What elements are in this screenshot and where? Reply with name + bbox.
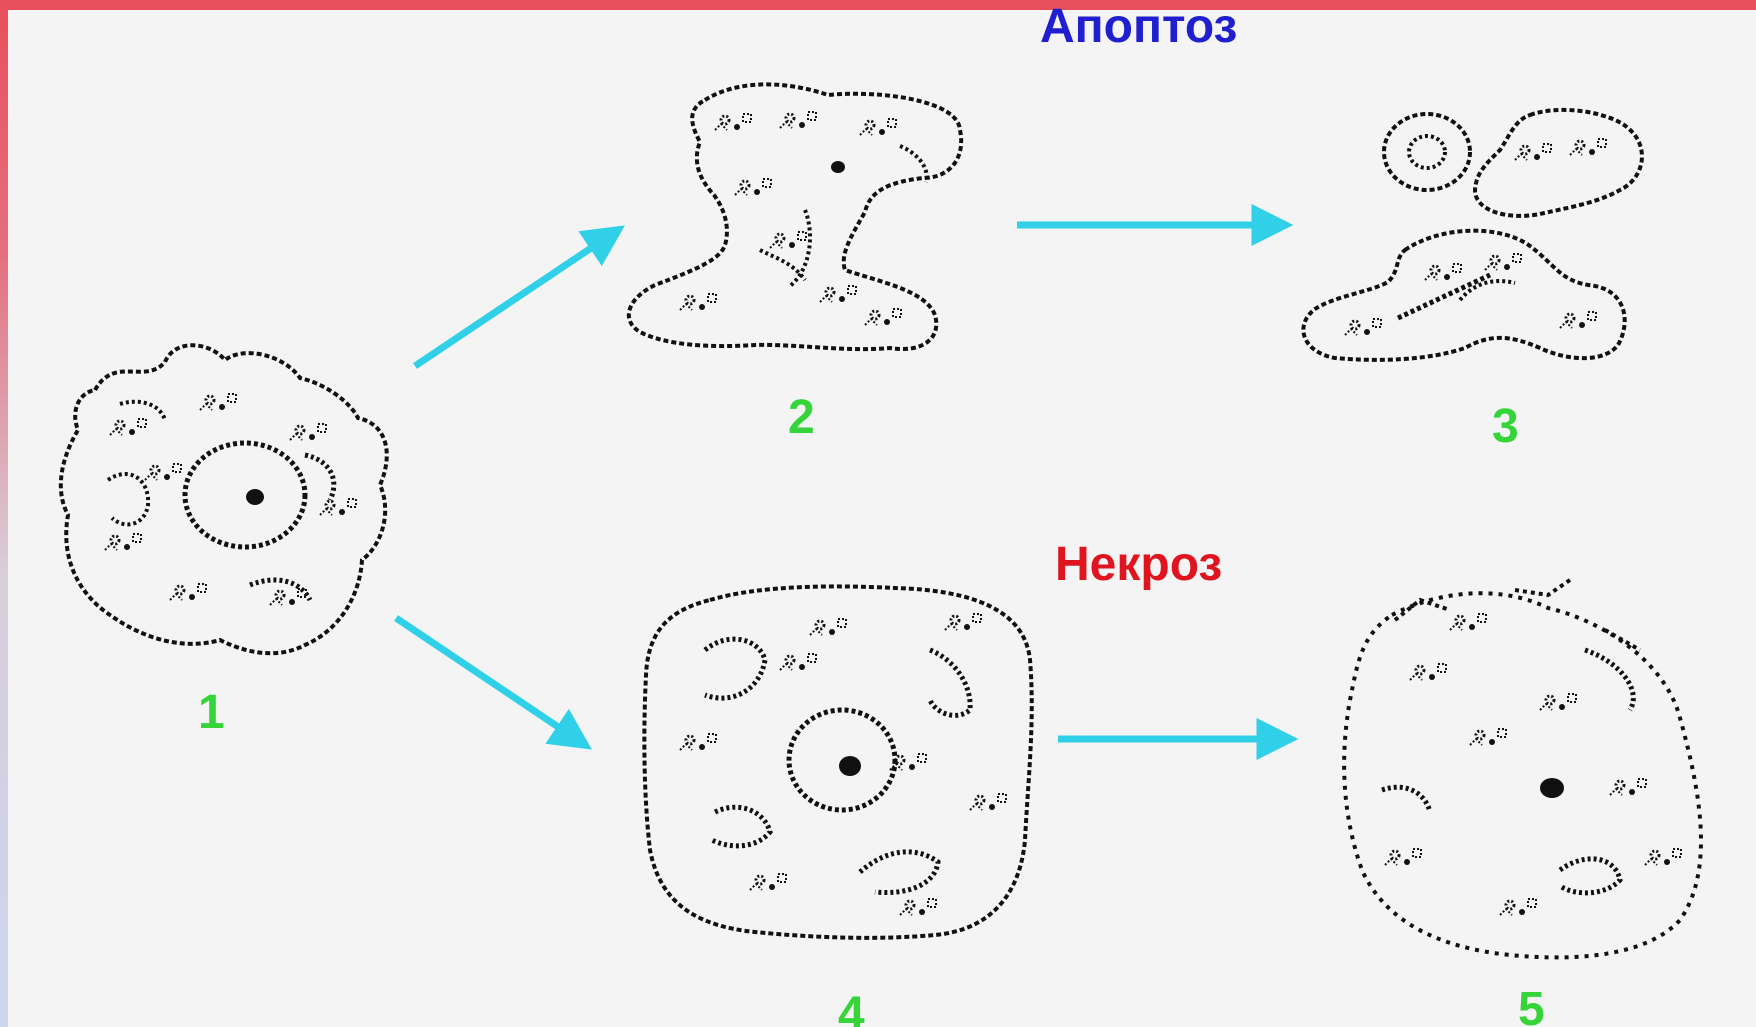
necrosis-title: Некроз (1055, 538, 1222, 591)
cell-stage-2 (629, 84, 961, 349)
cell-stage-5 (1344, 580, 1701, 957)
stage-label-1: 1 (198, 686, 225, 739)
stage-label-3: 3 (1492, 400, 1519, 453)
stage-label-2: 2 (788, 391, 815, 444)
cell-stage-3 (1303, 110, 1642, 360)
cell-stage-4 (644, 586, 1031, 937)
apoptosis-title: Апоптоз (1040, 0, 1237, 53)
stage-label-4: 4 (838, 988, 865, 1027)
cell-stage-1 (61, 345, 387, 653)
arrow-1-to-4 (396, 618, 585, 745)
stage-label-5: 5 (1518, 983, 1545, 1027)
arrow-1-to-2 (415, 230, 618, 366)
